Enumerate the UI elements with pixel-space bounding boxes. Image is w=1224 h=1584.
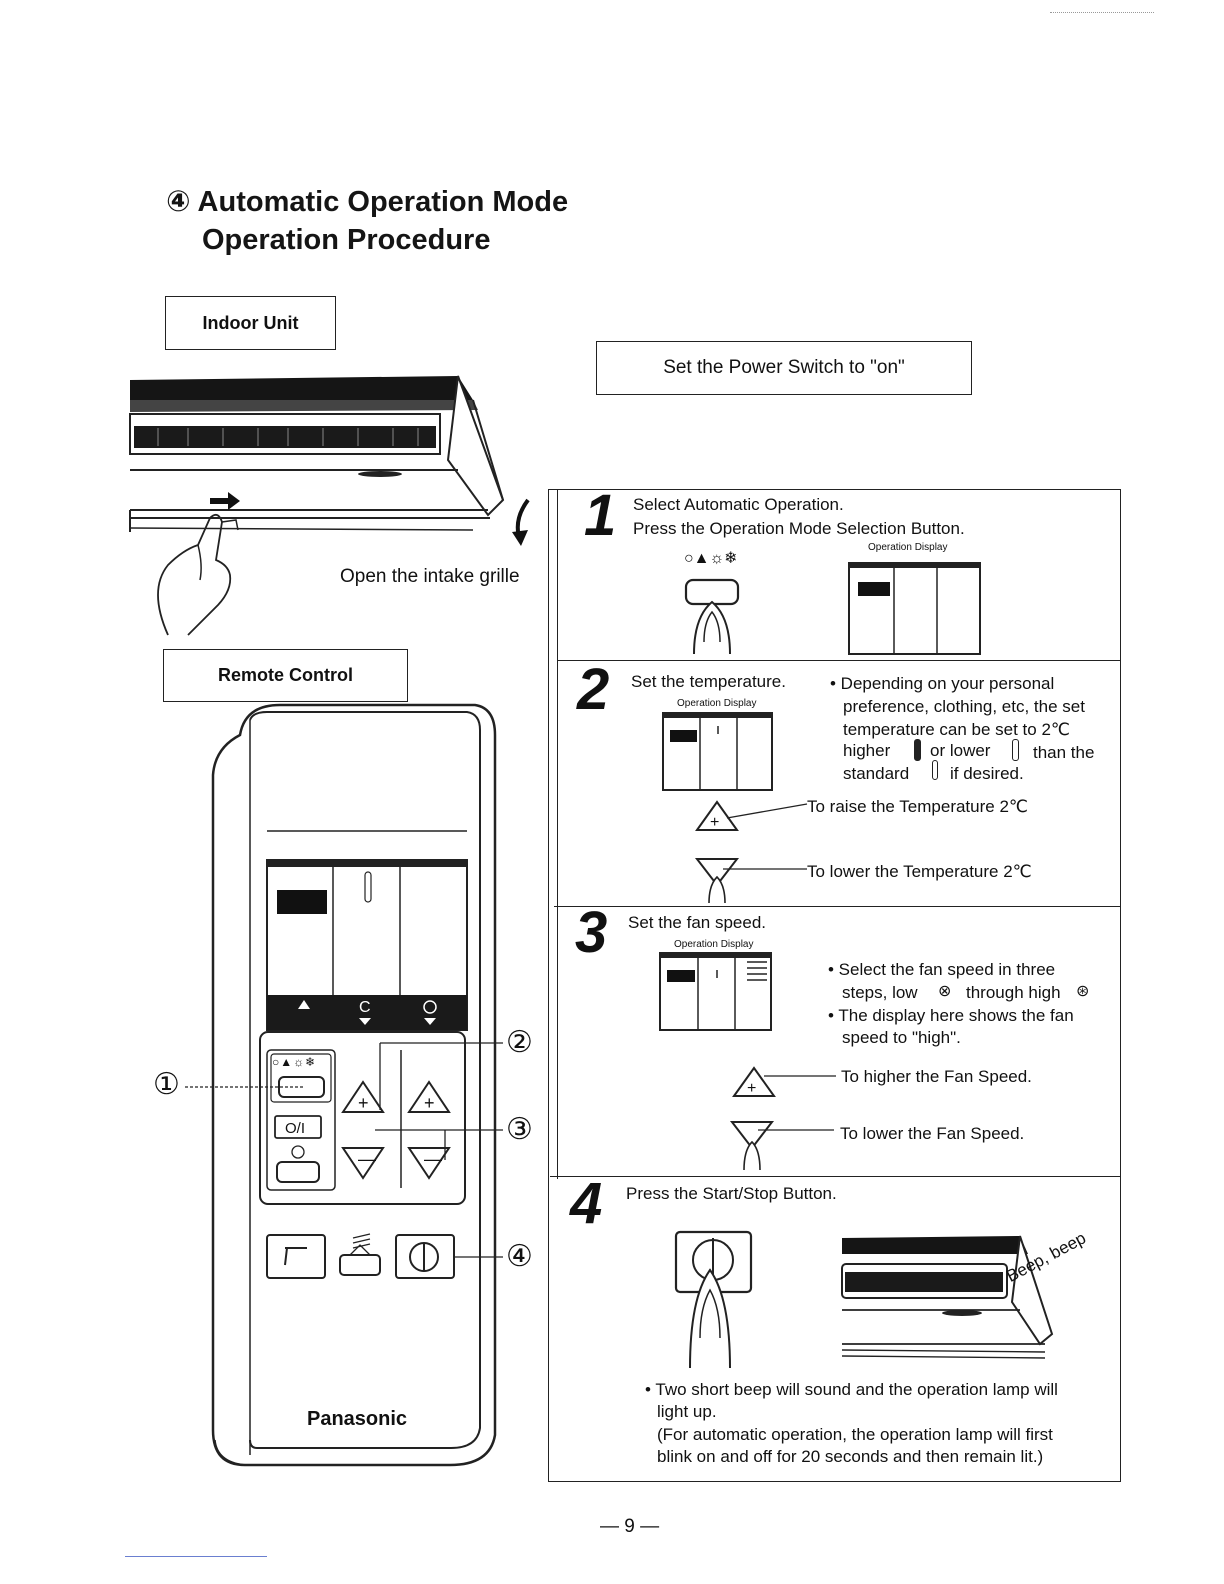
steps-panel: [548, 489, 1121, 1482]
step-2-display-label: Operation Display: [677, 698, 757, 709]
step-4-note-line-3: (For automatic operation, the operation …: [657, 1425, 1053, 1444]
step-2-operation-display: [662, 712, 773, 791]
display-c-label: C: [359, 999, 371, 1016]
step-3-note-line-2b: through high: [966, 983, 1061, 1002]
step-2-text: Set the temperature.: [631, 672, 786, 691]
step-3-lower-button: [729, 1121, 834, 1171]
callout-2: ②: [506, 1026, 533, 1059]
step-1-display-label: Operation Display: [868, 542, 948, 553]
step-3-note-line-3: • The display here shows the fan: [828, 1006, 1074, 1025]
step-2-note-lower: or lower: [930, 741, 991, 760]
step-4-text: Press the Start/Stop Button.: [626, 1184, 837, 1203]
step-2-note-line-2: preference, clothing, etc, the set: [843, 697, 1085, 716]
step-2-lower-text: To lower the Temperature 2℃: [807, 862, 1032, 881]
remote-control-label: Remote Control: [163, 649, 408, 702]
step-4-note-line-1: • Two short beep will sound and the oper…: [645, 1380, 1058, 1399]
title-line-1: Automatic Operation Mode: [197, 186, 569, 218]
svg-text:—: —: [424, 1149, 442, 1169]
step-4-note-line-4: blink on and off for 20 seconds and then…: [657, 1447, 1044, 1466]
step-1-mode-button-press: [684, 578, 740, 655]
scan-artifact-line: [1050, 12, 1154, 13]
step-3-note-line-1: • Select the fan speed in three: [828, 960, 1056, 979]
svg-text:—: —: [358, 1149, 376, 1169]
step-2-lower-button: [694, 858, 807, 904]
intake-grille-caption: Open the intake grille: [340, 566, 520, 587]
thermometer-high-icon: [914, 739, 921, 761]
step-2-note-standard: standard: [843, 764, 910, 783]
step-2-raise-text: To raise the Temperature 2℃: [807, 797, 1028, 816]
section-marker: ④: [166, 186, 191, 218]
section-title: ④ Automatic Operation Mode: [166, 183, 726, 221]
step-4-start-stop-button-press: [674, 1230, 753, 1369]
step-1-number: 1: [584, 483, 617, 548]
step-3-higher-button: +: [732, 1066, 836, 1097]
callout-3: ③: [506, 1113, 533, 1146]
indoor-unit-label: Indoor Unit: [165, 296, 336, 350]
fan-low-icon: ⊗: [938, 983, 952, 1000]
mode-icons: ○▲☼❄: [272, 1055, 317, 1069]
step-3-number: 3: [575, 900, 608, 965]
step-2-number: 2: [577, 657, 610, 722]
step-2-note-line-1: • Depending on your personal: [830, 674, 1055, 693]
step-2-note-if-desired: if desired.: [950, 764, 1024, 783]
step-3-note-line-4: speed to "high".: [842, 1028, 961, 1047]
step-2-note-than: than the: [1033, 743, 1095, 762]
svg-text:+: +: [424, 1093, 435, 1113]
page-number: — 9 —: [600, 1516, 660, 1537]
svg-text:+: +: [358, 1093, 369, 1113]
callout-1: ①: [153, 1068, 180, 1101]
callout-4: ④: [506, 1240, 533, 1273]
step-4-number: 4: [570, 1171, 603, 1236]
step-2-note-line-3: temperature can be set to 2℃: [843, 720, 1070, 739]
svg-text:+: +: [710, 814, 719, 831]
thermometer-standard-icon: [932, 760, 938, 780]
fan-high-icon: ⊛: [1076, 983, 1090, 1000]
svg-text:+: +: [747, 1080, 756, 1097]
step-4-indoor-unit-beep: [841, 1235, 1054, 1359]
step-3-text: Set the fan speed.: [628, 913, 766, 932]
remote-brand-logo: Panasonic: [307, 1408, 408, 1430]
power-button-label: O/I: [285, 1120, 306, 1137]
step-3-note-line-2a: steps, low: [842, 983, 918, 1002]
indoor-unit-illustration: [129, 375, 530, 636]
title-line-2: Operation Procedure: [202, 224, 491, 256]
scan-artifact-line: [125, 1556, 267, 1557]
step-3-display-label: Operation Display: [674, 939, 754, 950]
step-1-operation-display: [848, 562, 981, 655]
step-3-lower-text: To lower the Fan Speed.: [840, 1124, 1025, 1143]
step-3-higher-text: To higher the Fan Speed.: [841, 1067, 1032, 1086]
thermometer-low-icon: [1012, 739, 1019, 761]
power-switch-box: Set the Power Switch to "on": [596, 341, 972, 395]
remote-control-illustration: + + — —: [185, 703, 503, 1467]
step-2-raise-button: +: [695, 800, 808, 831]
step-1-line-2: Press the Operation Mode Selection Butto…: [633, 519, 965, 538]
step-1-mode-icons: ○▲☼❄: [684, 550, 738, 567]
step-3-operation-display: [659, 952, 772, 1031]
step-1-line-1: Select Automatic Operation.: [633, 495, 844, 514]
step-4-note-line-2: light up.: [657, 1402, 717, 1421]
step-2-note-higher: higher: [843, 741, 891, 760]
